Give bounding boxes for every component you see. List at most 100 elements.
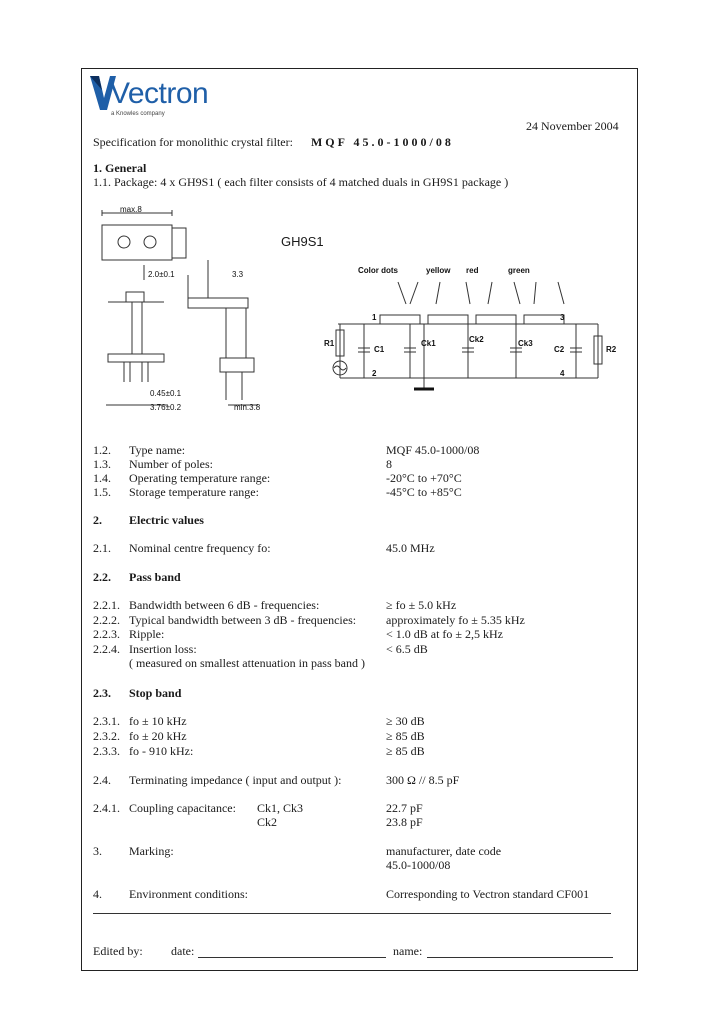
spec-label: Terminating impedance ( input and output…: [129, 773, 342, 787]
spec-value: -45°C to +85°C: [386, 485, 462, 499]
spec-num: 1.3.: [93, 457, 111, 471]
svg-text:3.3: 3.3: [232, 270, 244, 279]
package-and-circuit-diagram: max.8 2.0±0.1 3.3 0.45±0.1 3.76±0.2 min.…: [101, 205, 617, 412]
spec-value: ≥ 85 dB: [386, 744, 425, 758]
coupling-name: Ck2: [257, 815, 278, 829]
section-stopband-heading: Stop band: [129, 686, 182, 700]
spec-num: 3.: [93, 844, 102, 858]
spec-num: 2.3.1.: [93, 714, 120, 728]
spec-label: fo - 910 kHz:: [129, 744, 194, 758]
spec-num: 2.3.2.: [93, 729, 120, 743]
spec-label: Marking:: [129, 844, 174, 858]
document-date: 24 November 2004: [526, 119, 619, 133]
spec-num: 4.: [93, 887, 102, 901]
spec-prefix: Specification for monolithic crystal fil…: [93, 135, 293, 149]
package-label: GH9S1: [281, 234, 324, 249]
spec-value: 23.8 pF: [386, 815, 423, 829]
spec-num: 2.2.4.: [93, 642, 120, 656]
spec-num: 2.2.1.: [93, 598, 120, 612]
spec-label: Number of poles:: [129, 457, 213, 471]
spec-label: Coupling capacitance:: [129, 801, 236, 815]
spec-value: 8: [386, 457, 392, 471]
spec-value: 45.0-1000/08: [386, 858, 451, 872]
coupling-name: Ck1, Ck3: [257, 801, 304, 815]
name-field[interactable]: [427, 957, 613, 958]
spec-num: 2.1.: [93, 541, 111, 555]
spec-num: 2.4.1.: [93, 801, 120, 815]
spec-label: Storage temperature range:: [129, 485, 259, 499]
spec-label: Environment conditions:: [129, 887, 248, 901]
label-r1: R1: [324, 339, 335, 348]
spec-label: fo ± 20 kHz: [129, 729, 187, 743]
spec-num: 2.4.: [93, 773, 111, 787]
svg-text:0.45±0.1: 0.45±0.1: [150, 389, 182, 398]
dim-label-top: max.8: [120, 205, 142, 214]
spec-label: Nominal centre frequency fo:: [129, 541, 271, 555]
spec-code: MQF 45.0-1000/08: [310, 135, 454, 149]
label-r2: R2: [606, 345, 617, 354]
svg-text:3: 3: [560, 313, 565, 322]
spec-value: 22.7 pF: [386, 801, 423, 815]
logo-wordmark: Vectron: [110, 77, 209, 110]
svg-text:min.3.8: min.3.8: [234, 403, 261, 412]
svg-text:1: 1: [372, 313, 377, 322]
spec-label: Operating temperature range:: [129, 471, 271, 485]
spec-value: manufacturer, date code: [386, 844, 502, 858]
svg-text:4: 4: [560, 369, 565, 378]
resistor-r1: [335, 329, 345, 357]
dim-label-pin: 2.0±0.1: [148, 270, 175, 279]
spec-num: 1.5.: [93, 485, 111, 499]
resistor-r2: [593, 335, 603, 365]
label-c1: C1: [374, 345, 385, 354]
dot-color-red: red: [466, 266, 479, 275]
spec-value: MQF 45.0-1000/08: [386, 443, 480, 457]
page-frame: [81, 68, 638, 971]
spec-value: approximately fo ± 5.35 kHz: [386, 613, 525, 627]
package-line: 1.1. Package: 4 x GH9S1 ( each filter co…: [93, 175, 509, 189]
spec-num: 2.2.3.: [93, 627, 120, 641]
spec-value: 45.0 MHz: [386, 541, 435, 555]
svg-text:3.76±0.2: 3.76±0.2: [150, 403, 182, 412]
vectron-logo-icon: [90, 76, 116, 110]
spec-value: -20°C to +70°C: [386, 471, 462, 485]
logo-tagline: a Knowles company: [111, 111, 165, 117]
spec-num: 1.2.: [93, 443, 111, 457]
spec-value: < 1.0 dB at fo ± 2,5 kHz: [386, 627, 504, 641]
label-ck3: Ck3: [518, 339, 533, 348]
spec-value: Corresponding to Vectron standard CF001: [386, 887, 590, 901]
label-ck2: Ck2: [469, 335, 484, 344]
spec-value: ≥ fo ± 5.0 kHz: [386, 598, 457, 612]
dot-color-green: green: [508, 266, 530, 275]
spec-title: Specification for monolithic crystal fil…: [93, 135, 454, 149]
passband-note: ( measured on smallest attenuation in pa…: [129, 656, 365, 670]
package-top-view: [101, 224, 173, 261]
section-general-heading: 1. General: [93, 161, 147, 175]
section-num: 2.: [93, 513, 102, 527]
date-field[interactable]: [198, 957, 386, 958]
section-passband-heading: Pass band: [129, 570, 181, 584]
dot-color-yellow: yellow: [426, 266, 451, 275]
label-ck1: Ck1: [421, 339, 436, 348]
spec-num: 2.2.2.: [93, 613, 120, 627]
spec-label: Insertion loss:: [129, 642, 197, 656]
spec-num: 1.4.: [93, 471, 111, 485]
spec-label: Type name:: [129, 443, 186, 457]
name-label: name:: [393, 944, 423, 958]
spec-value: < 6.5 dB: [386, 642, 428, 656]
svg-text:2: 2: [372, 369, 377, 378]
spec-label: Typical bandwidth between 3 dB - frequen…: [129, 613, 357, 627]
section-num: 2.2.: [93, 570, 111, 584]
spec-num: 2.3.3.: [93, 744, 120, 758]
spec-value: 300 Ω // 8.5 pF: [386, 773, 460, 787]
section-num: 2.3.: [93, 686, 111, 700]
spec-label: Ripple:: [129, 627, 165, 641]
edited-by-label: Edited by:: [93, 944, 143, 958]
spec-value: ≥ 85 dB: [386, 729, 425, 743]
color-dots-label: Color dots: [358, 266, 399, 275]
section-electric-heading: Electric values: [129, 513, 204, 527]
divider: [93, 913, 611, 914]
spec-value: ≥ 30 dB: [386, 714, 425, 728]
spec-label: fo ± 10 kHz: [129, 714, 187, 728]
date-label: date:: [171, 944, 195, 958]
label-c2: C2: [554, 345, 565, 354]
